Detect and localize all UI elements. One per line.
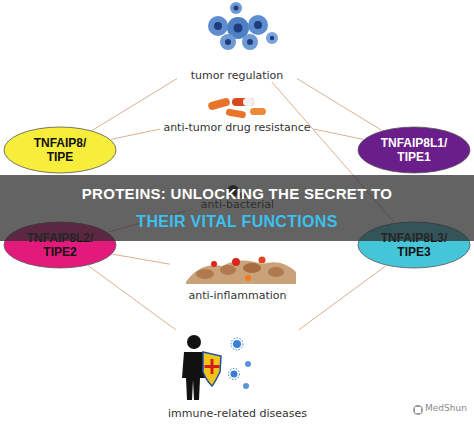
protein-name: TNFAIP8/ TIPE [20,136,100,164]
relation-line [314,129,363,139]
immune-person-icon [182,335,251,400]
function-node: anti-tumor drug resistance [160,92,314,134]
function-node: tumor regulation [177,2,297,82]
relation-line [299,266,386,330]
tumor-cells-icon [208,2,278,50]
function-node: immune-related diseases [150,330,325,420]
watermark-text: MedShun [425,403,473,413]
function-node: anti-inflammation [170,250,305,302]
title-text: PROTEINS: UNLOCKING THE SECRET TO [0,185,474,202]
tissue-icon [186,257,296,285]
function-label: immune-related diseases [168,407,307,420]
protein-ellipse: TNFAIP8/ TIPE [3,126,117,174]
protein-ellipse: TNFAIP8L1/ TIPE1 [357,126,471,174]
subtitle-text: THEIR VITAL FUNCTIONS [0,213,474,231]
relation-line [111,129,160,139]
pills-icon [207,97,266,118]
relation-line [113,254,170,264]
relation-line [88,266,176,330]
title-banner [0,175,474,241]
watermark-logo [413,405,423,415]
function-label: anti-tumor drug resistance [163,121,310,134]
protein-name: TNFAIP8L1/ TIPE1 [374,136,454,164]
function-label: tumor regulation [191,69,284,82]
function-label: anti-inflammation [189,289,287,302]
